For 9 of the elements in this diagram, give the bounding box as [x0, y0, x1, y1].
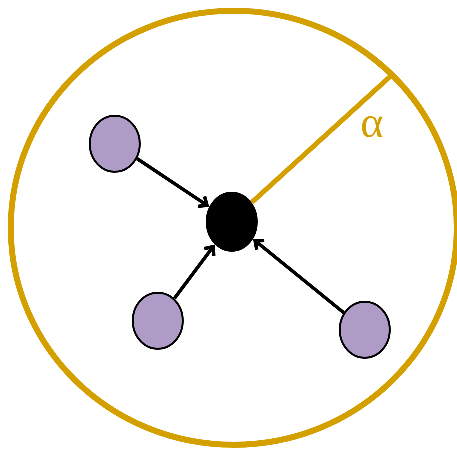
arrow [173, 244, 216, 300]
radius-line [250, 71, 396, 205]
circle [89, 115, 141, 173]
edge-label: α [362, 116, 383, 138]
circle [132, 292, 184, 350]
circle [339, 301, 391, 359]
arrow [253, 238, 346, 314]
dot [206, 192, 258, 252]
arrow [136, 157, 210, 208]
